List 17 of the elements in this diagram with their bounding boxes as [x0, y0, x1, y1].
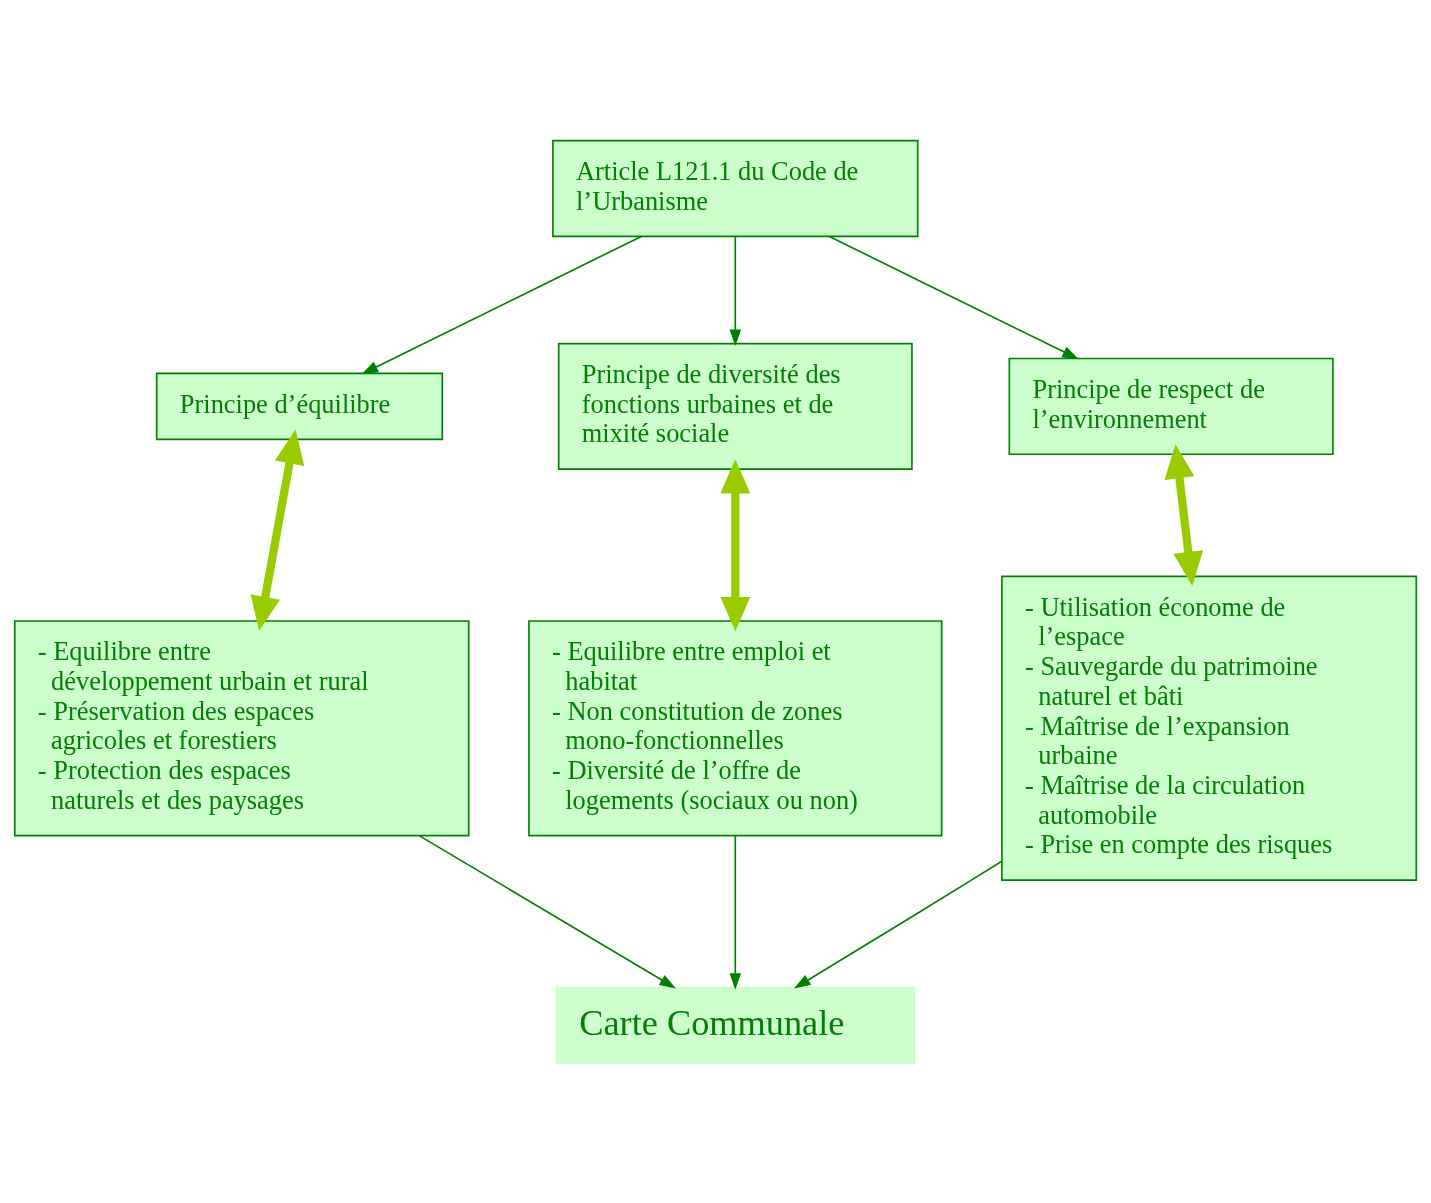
arrow	[1164, 443, 1204, 586]
node-box: Article L121.1 du Code de l’Urbanisme	[552, 139, 919, 237]
node-box: Principe de diversité des fonctions urbaines et de mixité sociale	[557, 342, 913, 470]
arrow	[720, 458, 751, 631]
arrow	[729, 834, 742, 990]
arrow	[418, 834, 676, 988]
arrow	[794, 859, 1003, 988]
node-box: Carte Communale	[555, 986, 916, 1064]
arrow	[361, 235, 643, 374]
node-box: Principe d’équilibre	[155, 372, 444, 440]
node-box: - Utilisation économe de l’espace - Sauvegarde du patrimoine naturel et bâti - Maîtrise de l’expansion urbaine - Maîtrise de la circulation automobile - Prise en compte des risques	[1001, 575, 1418, 881]
node-box: - Equilibre entre emploi et habitat - Non constitution de zones mono-fonctionnelles - Diversité de l’offre de logements (sociaux ou non)	[528, 619, 943, 836]
node-box: - Equilibre entre développement urbain et rural - Préservation des espaces agricoles et forestiers - Protection des espaces naturels et des paysages	[13, 619, 470, 836]
arrow	[729, 235, 742, 346]
arrow	[828, 235, 1079, 359]
node-box: Principe de respect de l’environnement	[1008, 357, 1334, 455]
arrow	[250, 429, 305, 631]
